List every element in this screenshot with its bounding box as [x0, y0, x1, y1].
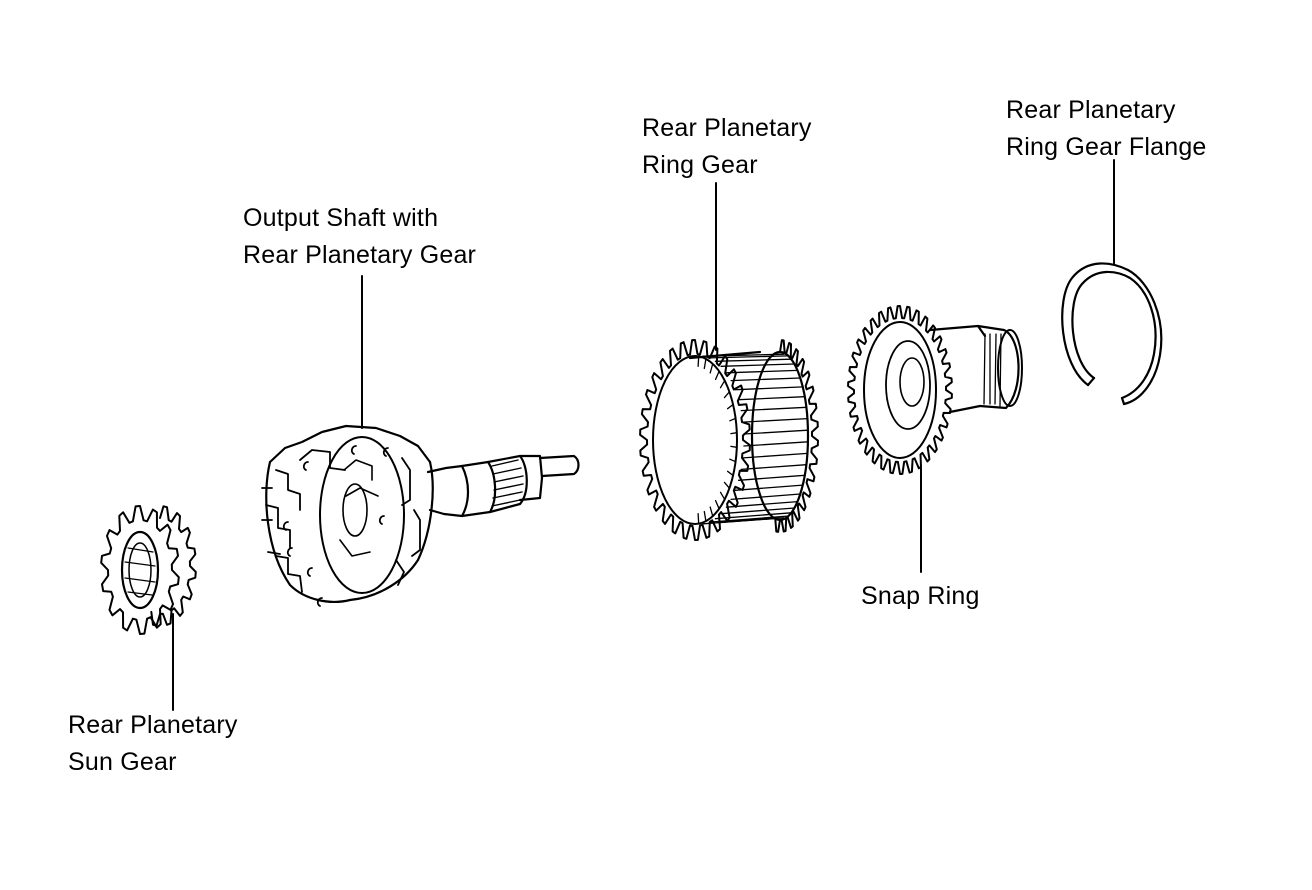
ring-gear-inner-spline: [723, 481, 731, 489]
ring-gear-spline: [714, 512, 792, 520]
ring-gear-spline: [702, 517, 785, 525]
ring-gear-spline: [725, 369, 799, 374]
ring-gear-spline: [743, 441, 809, 447]
ring-gear-spline: [702, 353, 785, 357]
ring-gear-spline: [708, 515, 789, 523]
ring-gear-spline: [740, 406, 808, 412]
snap-ring-part: [847, 305, 1023, 475]
label-sun-gear-line2: Sun Gear: [68, 748, 177, 776]
label-ring-gear-line1: Rear Planetary: [642, 114, 812, 142]
ring-gear-inner-spline: [703, 358, 707, 370]
ring-gear-inner-spline: [697, 355, 700, 367]
ring-gear-inner-spline: [726, 470, 734, 477]
ring-gear-spline: [734, 386, 804, 391]
ring-gear-spline: [742, 452, 809, 459]
label-output-shaft-line1: Output Shaft with: [243, 204, 439, 232]
ring-gear-inner-spline: [729, 417, 737, 422]
ring-gear-spline: [734, 484, 804, 491]
ring-gear-inner-spline: [719, 379, 726, 389]
ring-gear-spline: [720, 363, 796, 367]
label-snap-ring: Snap Ring: [861, 578, 980, 615]
label-ring-gear-flange-line2: Ring Gear Flange: [1006, 133, 1207, 161]
ring-gear-spline: [740, 464, 808, 471]
ring-gear-spline: [725, 500, 799, 508]
label-snap-ring-line1: Snap Ring: [861, 582, 980, 610]
ring-gear-spline: [730, 377, 802, 382]
ring-gear-inner-spline: [714, 499, 720, 510]
ring-gear-inner-spline: [730, 445, 738, 448]
gear-teeth: [847, 305, 953, 475]
ring-gear-spline: [708, 355, 789, 359]
label-ring-gear-flange: Rear Planetary Ring Gear Flange: [1006, 92, 1207, 166]
label-output-shaft-line2: Rear Planetary Gear: [243, 241, 477, 269]
leader-lines: [172, 159, 1115, 711]
label-sun-gear: Rear Planetary Sun Gear: [68, 707, 238, 781]
ring-gear-inner-spline: [719, 491, 726, 501]
ring-gear-spline: [737, 396, 806, 401]
ring-gear-inner-spline: [730, 432, 738, 435]
label-ring-gear-line2: Ring Gear: [642, 151, 758, 179]
ring-gear-inner-spline: [697, 513, 700, 525]
ring-gear-inner-spline: [726, 403, 734, 410]
label-ring-gear: Rear Planetary Ring Gear: [642, 110, 812, 184]
label-ring-gear-flange-line1: Rear Planetary: [1006, 96, 1176, 124]
ring-gear-inner-spline: [714, 370, 720, 381]
ring-gear-spline: [743, 429, 809, 435]
ring-gear-spline: [714, 358, 792, 362]
gear-teeth: [639, 339, 751, 541]
sun-gear-part: [100, 505, 197, 635]
label-sun-gear-line1: Rear Planetary: [68, 711, 238, 739]
ring-gear-inner-spline: [723, 391, 731, 399]
ring-gear-spline: [730, 493, 802, 501]
ring-gear-spline: [742, 417, 809, 423]
label-output-shaft: Output Shaft with Rear Planetary Gear: [243, 200, 476, 274]
ring-gear-inner-spline: [709, 363, 714, 374]
ring-gear-part: [639, 339, 819, 541]
ring-gear-flange-part: [1061, 262, 1163, 406]
ring-gear-spline: [720, 507, 796, 515]
ring-gear-inner-spline: [709, 506, 714, 517]
ring-gear-inner-spline: [703, 510, 707, 522]
gear-teeth: [150, 505, 197, 627]
gear-teeth: [100, 505, 180, 635]
ring-gear-inner-spline: [729, 458, 737, 463]
output-shaft-part: [261, 424, 580, 607]
ring-gear-spline: [737, 474, 806, 481]
